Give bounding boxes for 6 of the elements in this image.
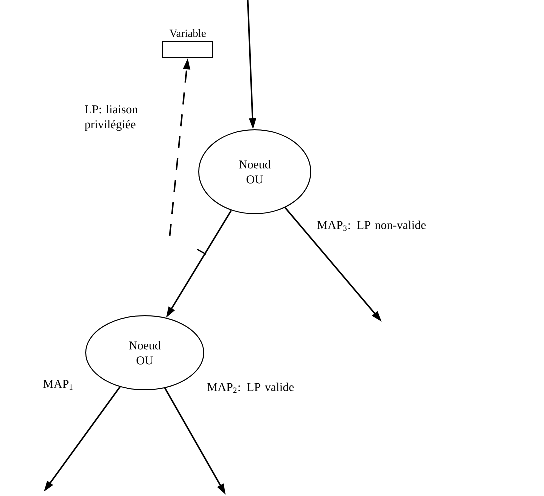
- node-label: Variable: [170, 30, 206, 38]
- variable-box: Variable: [162, 30, 214, 58]
- edge-label: MAP$_{2}$: LP valide: [208, 382, 294, 394]
- edge-label: MAP$_{3}$: LP non-valide: [318, 220, 426, 232]
- edge-label: LP: liaison privilégiée: [85, 105, 138, 132]
- edge-label: MAP$_{1}$: [44, 380, 73, 390]
